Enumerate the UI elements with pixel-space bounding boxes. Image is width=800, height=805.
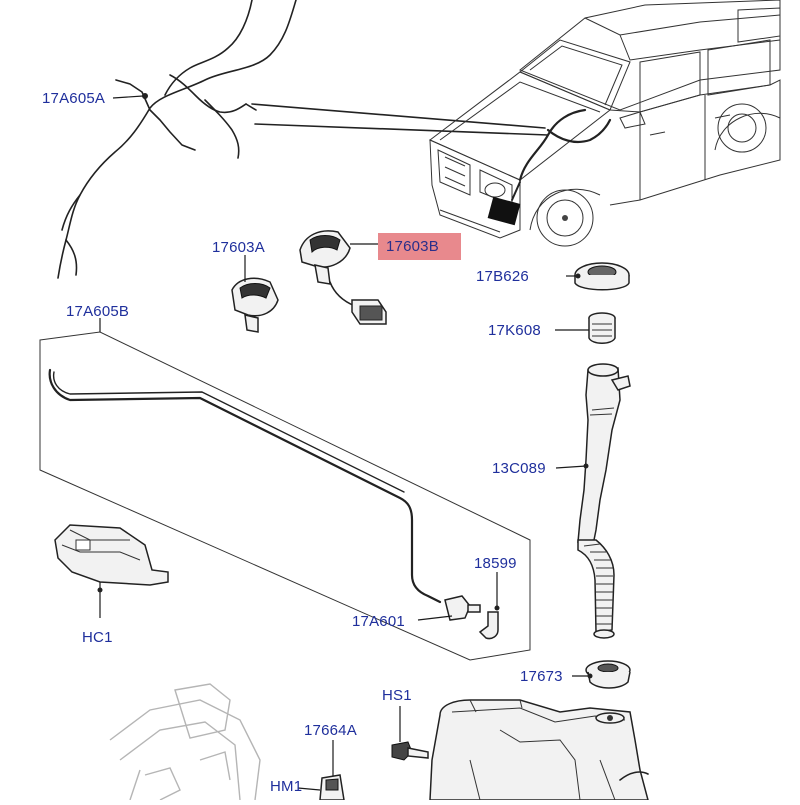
washer-pump [297,740,345,801]
label-filler-neck: 13C089 [492,460,546,477]
bolt [391,706,429,761]
label-jet-right-highlighted: 17603B [378,233,461,260]
filler-neck [555,363,631,639]
grommet [572,660,631,689]
label-connector: 17A601 [352,613,405,630]
label-jet-left: 17603A [212,239,265,256]
washer-reservoir [429,699,649,801]
label-bolt: HS1 [382,687,412,704]
label-bracket: HC1 [82,629,113,646]
label-hose-upper: 17A605A [42,90,106,107]
washer-jet-left [231,255,279,333]
reservoir-cap [566,262,630,291]
lower-hose-assembly [39,318,531,661]
background-bracket-ghost [109,683,261,801]
label-hose-lower: 17A605B [66,303,130,320]
label-filter: 17K608 [488,322,541,339]
label-clip: 18599 [474,555,517,572]
label-cap: 17B626 [476,268,529,285]
upper-washer-hose [57,0,549,279]
vehicle-illustration [429,0,781,247]
label-grommet: 17673 [520,668,563,685]
label-harness: HM1 [270,778,303,795]
filter [555,312,616,344]
bracket [54,524,169,618]
label-pump: 17664A [304,722,357,739]
washer-jet-right [299,230,387,325]
